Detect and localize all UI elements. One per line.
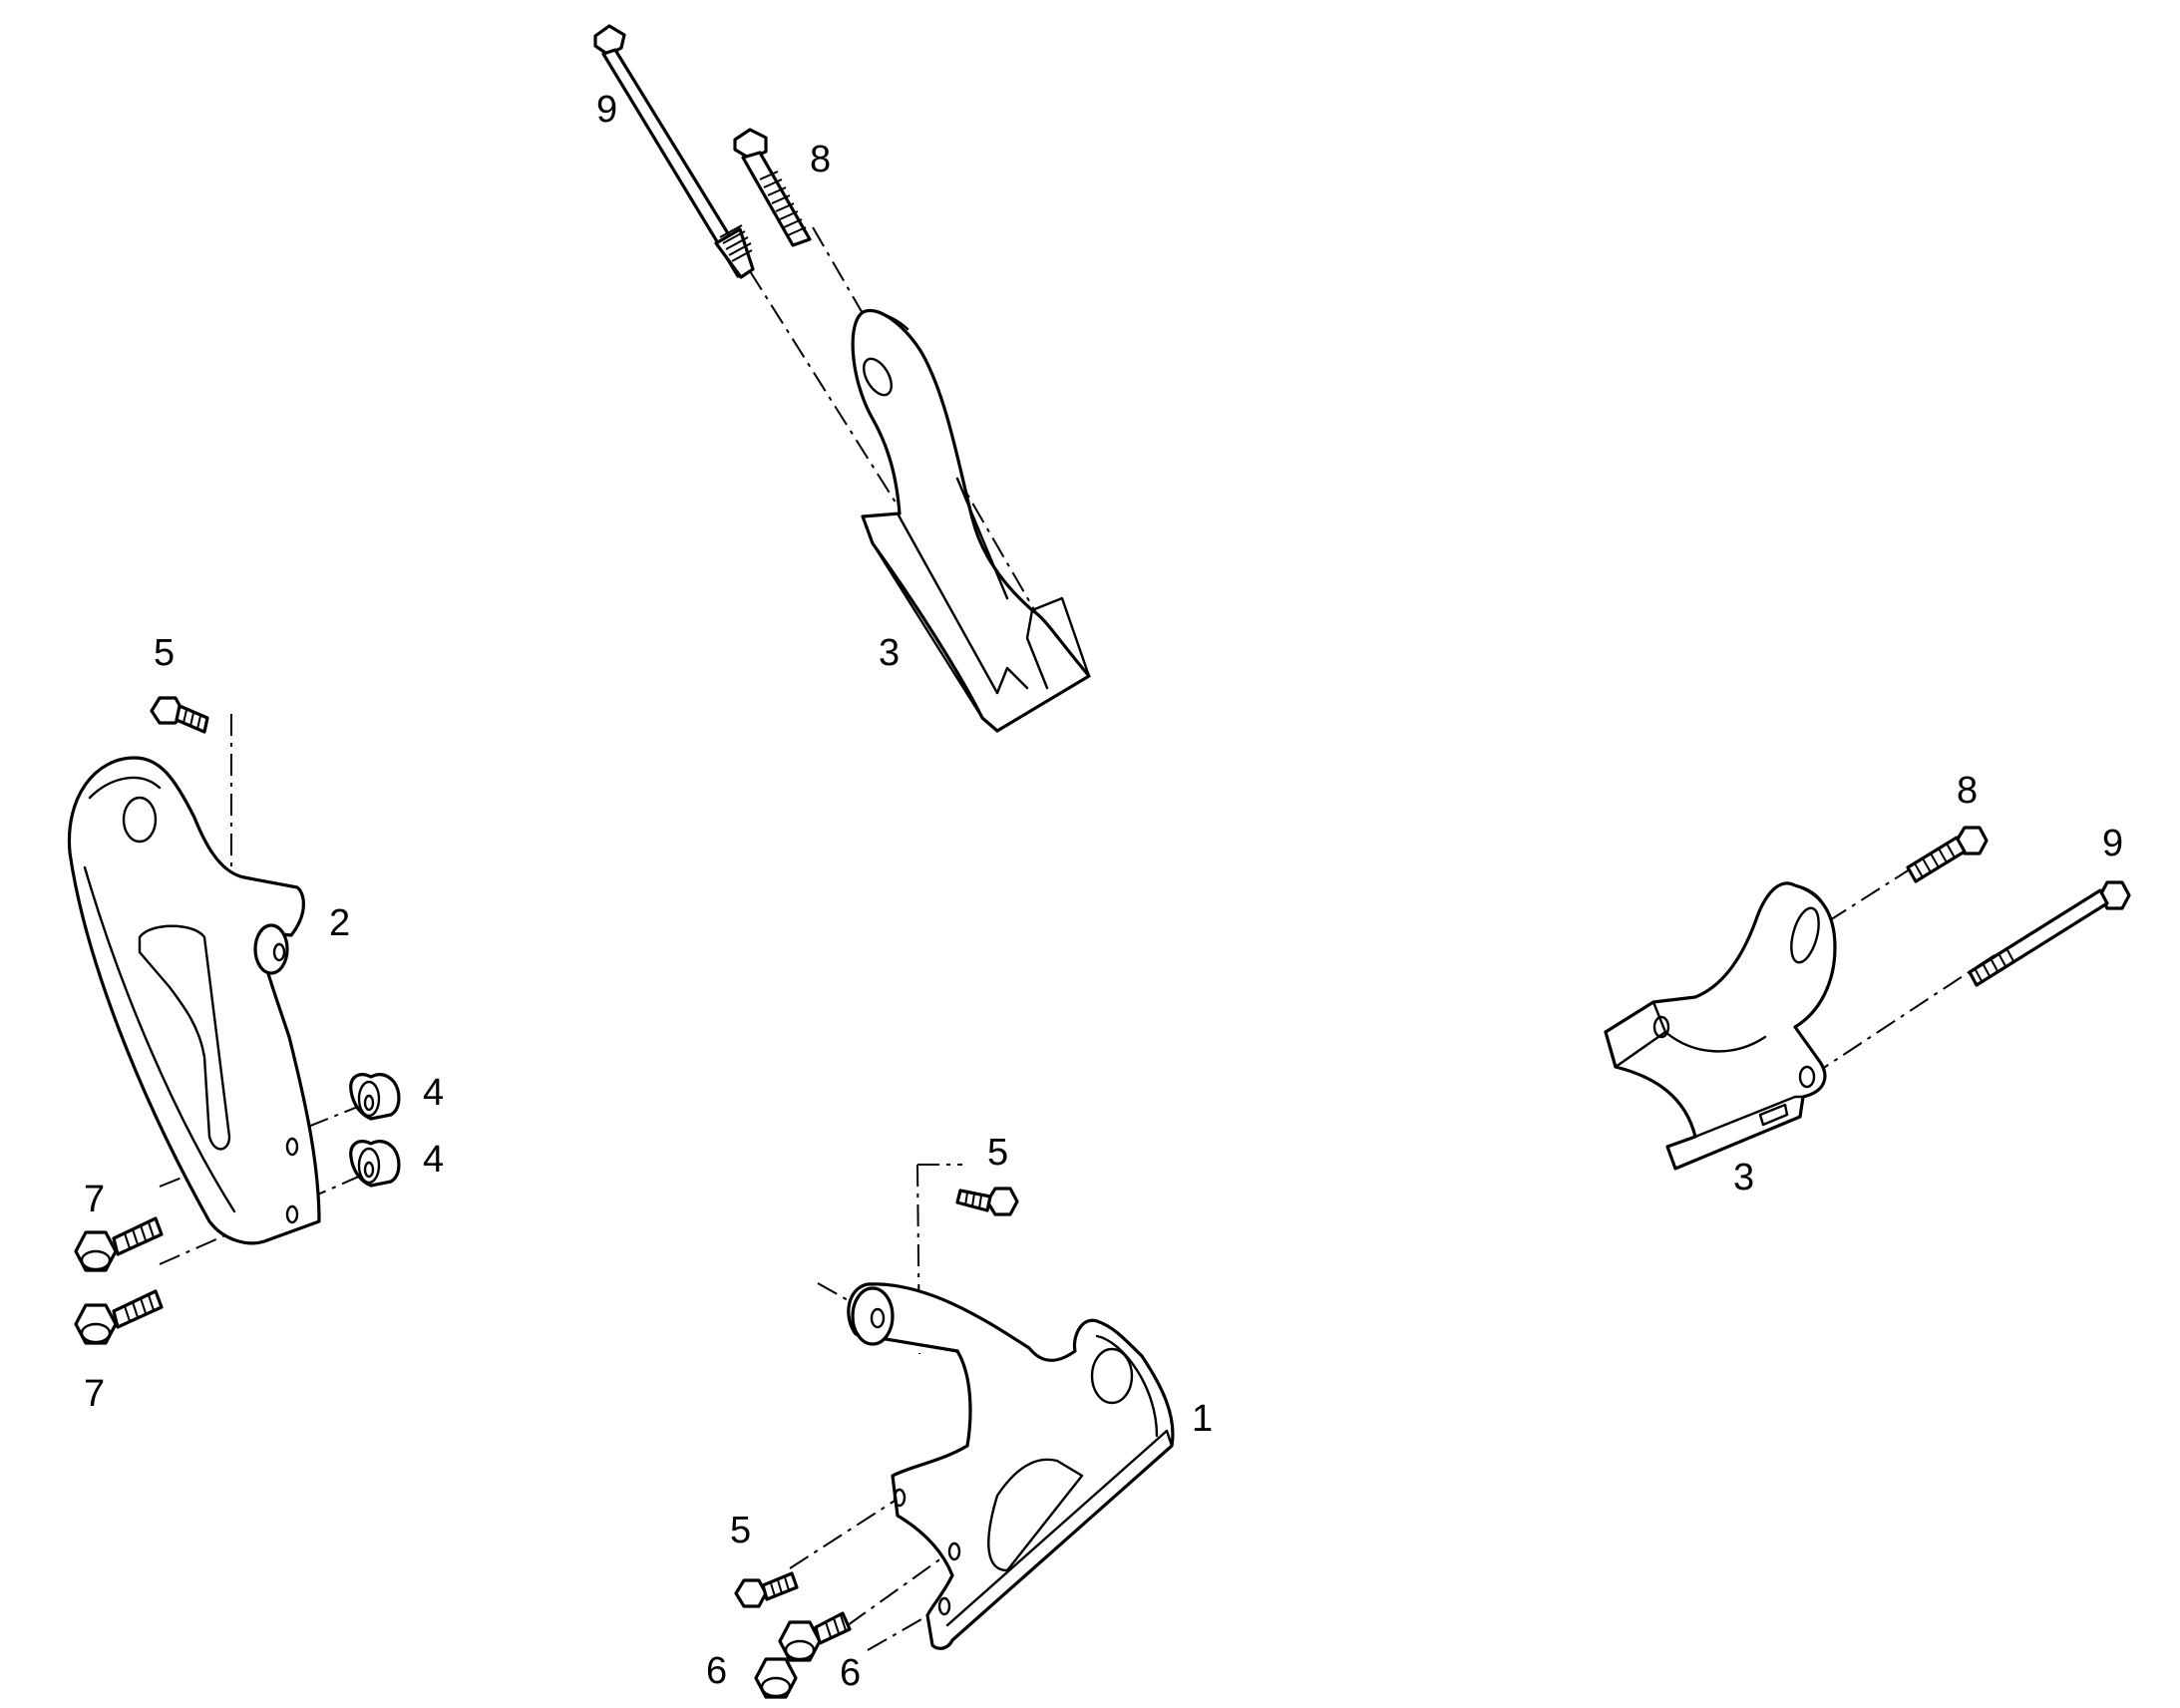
bracket-2-left xyxy=(67,756,321,1245)
callout-5-middle-bottom: 5 xyxy=(730,1510,751,1551)
callout-3-right: 3 xyxy=(1733,1157,1754,1198)
callout-2: 2 xyxy=(329,902,350,944)
bolt-5-left xyxy=(150,696,209,734)
bracket-1-bottom xyxy=(847,1282,1175,1650)
callout-labels: 9 8 3 5 2 4 4 7 7 5 1 5 6 6 8 9 3 xyxy=(84,89,2123,1694)
callout-4-upper: 4 xyxy=(423,1072,444,1114)
bolt-8-short-top xyxy=(733,128,812,247)
callout-7-lower: 7 xyxy=(84,1373,105,1415)
bolt-7-upper xyxy=(74,1216,164,1272)
callout-9-right: 9 xyxy=(2102,823,2123,864)
callout-3-top: 3 xyxy=(879,632,900,674)
spacer-4-lower xyxy=(349,1140,401,1188)
bolt-8-right xyxy=(1906,826,1989,883)
callout-8-right: 8 xyxy=(1957,770,1978,812)
callout-8-top: 8 xyxy=(810,139,831,180)
callout-5-left: 5 xyxy=(154,632,175,674)
bolt-6-left xyxy=(754,1657,798,1699)
bracket-3-right xyxy=(1604,881,1837,1171)
callout-7-upper: 7 xyxy=(84,1179,105,1220)
callout-1: 1 xyxy=(1192,1398,1213,1440)
spacer-4-upper xyxy=(349,1073,401,1121)
bolt-5-middle-bottom xyxy=(734,1571,799,1608)
bracket-3-top xyxy=(851,309,1091,733)
callout-4-lower: 4 xyxy=(423,1139,444,1181)
bolt-9-right xyxy=(1968,880,2131,987)
bolt-9-long-top xyxy=(593,24,755,279)
bolt-5-middle-top xyxy=(955,1187,1019,1216)
callout-6-left: 6 xyxy=(706,1650,727,1692)
bolt-7-lower xyxy=(74,1289,164,1345)
callout-6-right: 6 xyxy=(840,1652,861,1694)
callout-9-top: 9 xyxy=(596,89,617,131)
callout-5-middle-top: 5 xyxy=(987,1132,1008,1174)
bolt-6-right xyxy=(778,1611,852,1662)
